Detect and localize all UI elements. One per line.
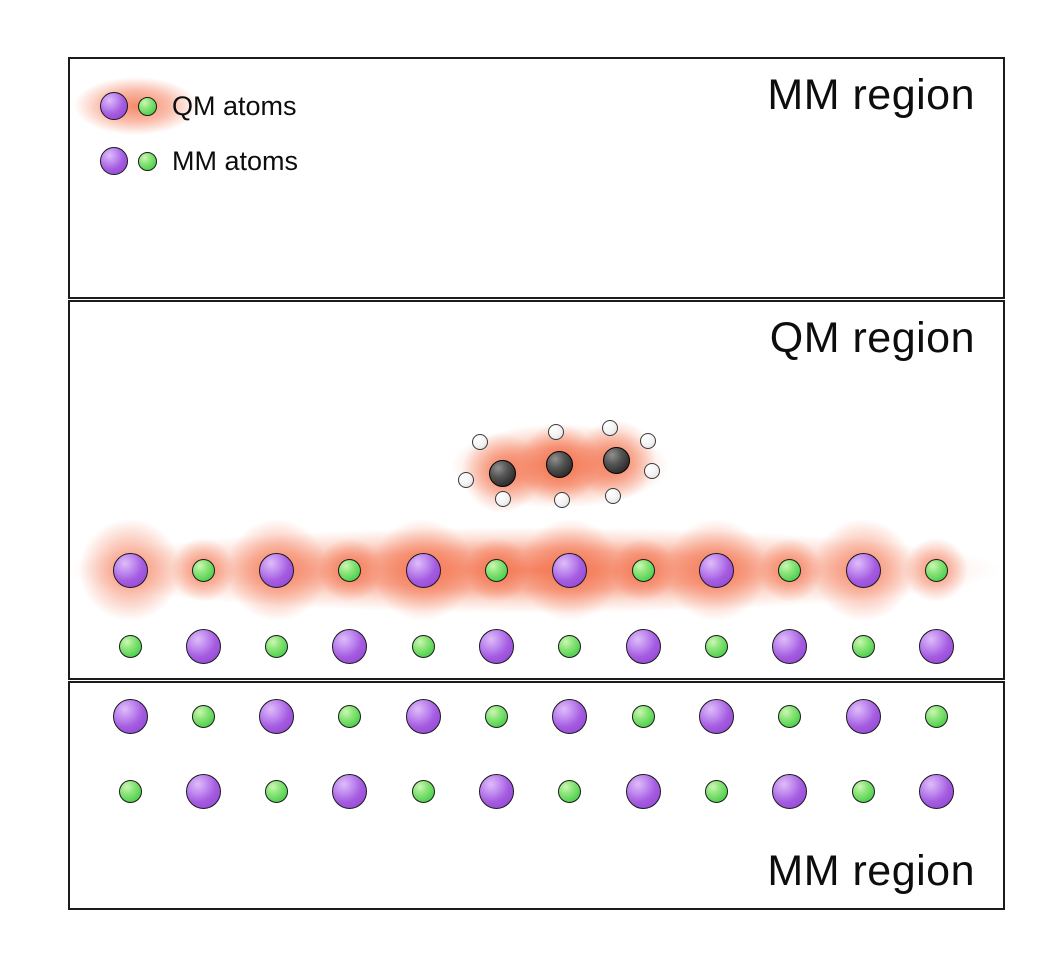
qm-region-box: QM region [68,300,1005,680]
legend-mm-label: MM atoms [172,145,299,176]
legend-qm-label: QM atoms [172,90,297,121]
mm-region-bottom-box: MM region [68,681,1005,910]
green-atom-icon [138,96,157,116]
legend-row-qm-atoms: QM atoms [74,77,298,135]
qm-glow-swatch [74,77,198,135]
mm-region-top-label: MM region [767,71,975,119]
qm-region-label: QM region [769,314,975,362]
purple-atom-icon [100,92,128,120]
green-atom-icon [138,151,157,171]
mm-region-top-box: MM region [68,57,1005,299]
purple-atom-icon [100,147,128,175]
legend: QM atoms MM atoms [74,77,298,194]
legend-row-mm-atoms: MM atoms [100,139,298,183]
mm-region-bottom-label: MM region [767,847,975,895]
